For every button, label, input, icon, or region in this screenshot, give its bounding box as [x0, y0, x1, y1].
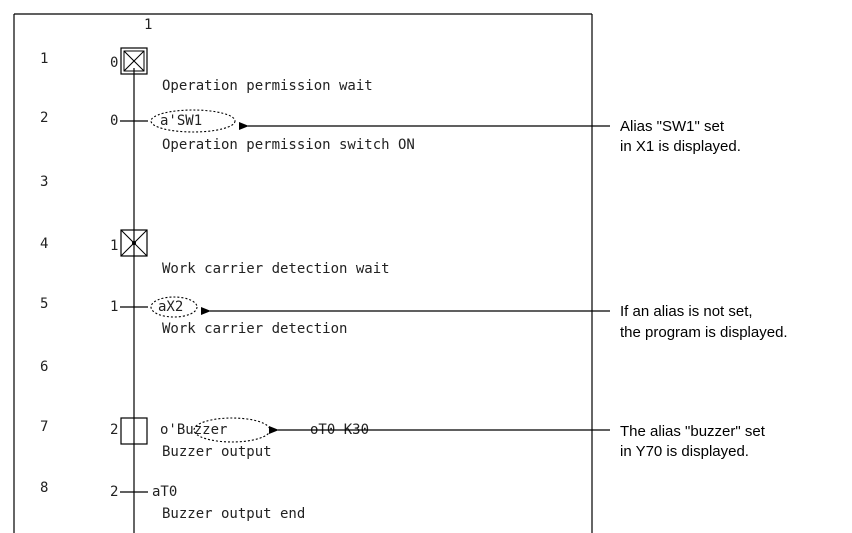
transition-number: 0 [110, 113, 118, 129]
transition-2[interactable]: 2 [110, 484, 148, 500]
alias-highlight [150, 109, 236, 133]
row-number: 5 [40, 296, 48, 312]
step-comment: Buzzer output [162, 444, 272, 460]
transition-condition: aX2 [158, 299, 183, 315]
step-number: 1 [110, 238, 118, 254]
transition-comment: Work carrier detection [162, 321, 347, 337]
callout-1: Alias "SW1" set in X1 is displayed. [620, 118, 741, 155]
column-header: 1 [144, 17, 152, 33]
transition-comment: Operation permission switch ON [162, 137, 415, 153]
transition-1[interactable]: 1 [110, 299, 148, 315]
initial-step-0[interactable]: 0 [110, 47, 148, 75]
transition-number: 1 [110, 299, 118, 315]
callout-3: The alias "buzzer" set in Y70 is display… [620, 423, 766, 460]
step-number: 0 [110, 55, 118, 71]
callout-line: The alias "buzzer" set [620, 423, 766, 440]
transition-comment: Buzzer output end [162, 506, 305, 522]
row-number: 8 [40, 480, 48, 496]
callout-line: in Y70 is displayed. [620, 443, 749, 460]
alias-highlight [150, 296, 198, 318]
callout-line: If an alias is not set, [620, 303, 753, 320]
row-number: 4 [40, 236, 48, 252]
row-number: 1 [40, 51, 48, 67]
callout-line: in X1 is displayed. [620, 138, 741, 155]
row-number: 3 [40, 174, 48, 190]
step-1[interactable]: 1 [110, 229, 148, 257]
callout-2: If an alias is not set, the program is d… [620, 303, 788, 341]
step-number: 2 [110, 422, 118, 438]
row-number: 6 [40, 359, 48, 375]
transition-0[interactable]: 0 [110, 113, 148, 129]
step-comment: Operation permission wait [162, 78, 373, 94]
callout-line: the program is displayed. [620, 324, 788, 341]
diagram-panel-border [13, 13, 593, 533]
step-action: o'Buzzer [160, 422, 227, 438]
transition-condition: a'SW1 [160, 113, 202, 129]
transition-condition: aT0 [152, 484, 177, 500]
row-number: 7 [40, 419, 48, 435]
row-numbers: 1 2 3 4 5 6 7 8 [40, 51, 48, 496]
transition-number: 2 [110, 484, 118, 500]
step-comment: Work carrier detection wait [162, 261, 390, 277]
row-number: 2 [40, 110, 48, 126]
step-2[interactable]: 2 [110, 417, 148, 445]
callout-line: Alias "SW1" set [620, 118, 725, 135]
